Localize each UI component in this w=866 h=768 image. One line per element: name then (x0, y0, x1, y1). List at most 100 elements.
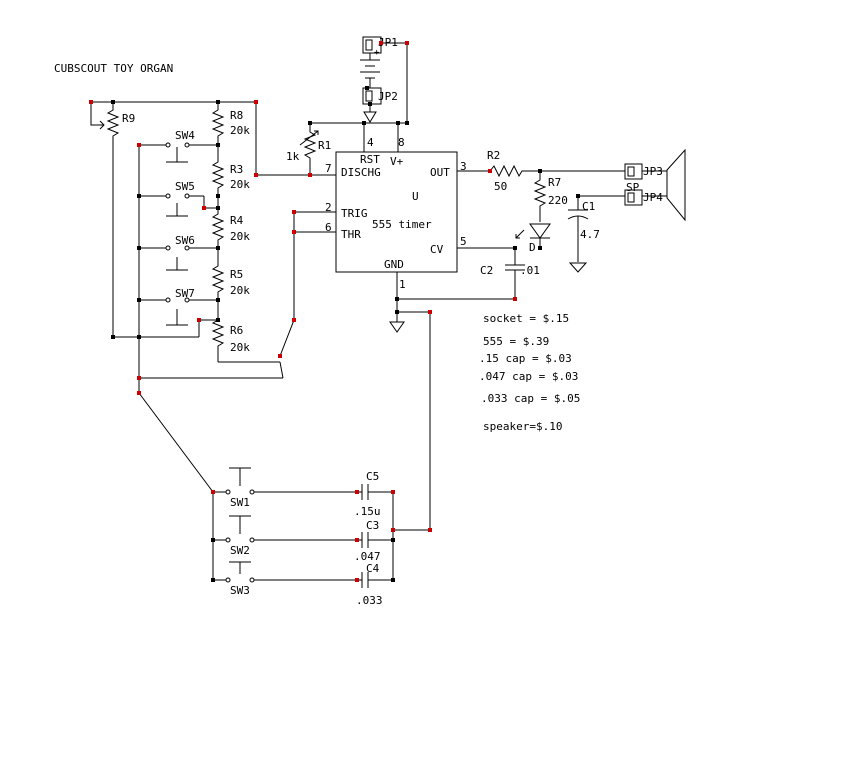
ic-pin-cv: CV (430, 243, 444, 256)
pin-number-4: 4 (367, 136, 374, 149)
c4-label: C4 (366, 562, 380, 575)
r5-value: 20k (230, 284, 250, 297)
wire-endpoint (428, 310, 432, 314)
pin-number-5: 5 (460, 235, 467, 248)
junction-dot (216, 194, 220, 198)
switch-sw5: SW5 (139, 180, 218, 217)
r4-label: R4 (230, 214, 244, 227)
wire-endpoint (254, 100, 258, 104)
wire-endpoint (292, 318, 296, 322)
junctions (89, 41, 580, 582)
wire-endpoint (137, 391, 141, 395)
c5-label: C5 (366, 470, 379, 483)
ic-ref: U (412, 190, 419, 203)
junction-dot (405, 121, 409, 125)
ground-symbol (363, 111, 377, 123)
ic-name: 555 timer (372, 218, 432, 231)
junction-dot (216, 206, 220, 210)
led-label: D (529, 241, 536, 254)
pin-number-1: 1 (399, 278, 406, 291)
wire-endpoint (308, 173, 312, 177)
wire-endpoint (89, 100, 93, 104)
junction-dot (395, 310, 399, 314)
jp2-label: JP2 (378, 90, 398, 103)
switch-sw2: SW2 (213, 515, 255, 557)
switch-sw1: SW1 (213, 467, 255, 509)
ic-pin-rst: RST (360, 153, 380, 166)
speaker-icon (666, 148, 686, 222)
junction-dot (137, 335, 141, 339)
cost-555: 555 = $.39 (483, 335, 549, 348)
wire-endpoint (292, 210, 296, 214)
sw7-label: SW7 (175, 287, 195, 300)
junction-dot (216, 318, 220, 322)
r3-value: 20k (230, 178, 250, 191)
junction-dot (538, 169, 542, 173)
sw3-label: SW3 (230, 584, 250, 597)
ic-555: RST V+ DISCHG OUT U TRIG 555 timer THR C… (256, 122, 515, 312)
resistor-r3 (211, 145, 225, 196)
jp4-label: JP4 (643, 191, 663, 204)
junction-dot (137, 194, 141, 198)
c4-value: .033 (356, 594, 383, 607)
junction-dot (368, 102, 372, 106)
junction-dot (137, 298, 141, 302)
wire-endpoint (278, 354, 282, 358)
c1-value: 4.7 (580, 228, 600, 241)
sw1-label: SW1 (230, 496, 250, 509)
r1-value: 1k (286, 150, 300, 163)
resistor-r7 (533, 171, 547, 222)
battery-jp1-jp2: + JP1 JP2 (360, 36, 408, 123)
wire-endpoint (211, 490, 215, 494)
junction-dot (216, 246, 220, 250)
speaker-label: SP (626, 181, 640, 194)
r3-label: R3 (230, 163, 243, 176)
svg-text:+: + (374, 48, 380, 58)
junction-dot (391, 538, 395, 542)
cost-15-cap: .15 cap = $.03 (479, 352, 572, 365)
r2-label: R2 (487, 149, 500, 162)
resistor-r6 (211, 300, 225, 362)
sw5-label: SW5 (175, 180, 195, 193)
junction-dot (576, 194, 580, 198)
wire-endpoint (391, 528, 395, 532)
r8-value: 20k (230, 124, 250, 137)
ic-pin-dischg: DISCHG (341, 166, 381, 179)
junction-dot (395, 297, 399, 301)
wire-endpoint (391, 490, 395, 494)
junction-dot (396, 121, 400, 125)
wire-endpoint (355, 578, 359, 582)
junction-dot (216, 143, 220, 147)
c3-label: C3 (366, 519, 379, 532)
wire-endpoint (137, 143, 141, 147)
junction-dot (216, 100, 220, 104)
pin-number-8: 8 (398, 136, 405, 149)
r6-value: 20k (230, 341, 250, 354)
junction-dot (362, 121, 366, 125)
capacitor-bank: SW1 C5 .15u SW2 C3 .047 SW3 (138, 312, 431, 607)
junction-dot (137, 246, 141, 250)
resistor-ladder: R9 R8 20k R3 20k R4 20k R5 20k R6 20k (90, 101, 295, 393)
wire-endpoint (405, 41, 409, 45)
wire-endpoint (202, 206, 206, 210)
led-d: D (515, 223, 551, 254)
junction-dot (211, 538, 215, 542)
pin-number-2: 2 (325, 201, 332, 214)
wire-endpoint (292, 230, 296, 234)
r1-label: R1 (318, 139, 331, 152)
switch-sw4: SW4 (139, 129, 218, 163)
junction-dot (211, 578, 215, 582)
cost-socket: socket = $.15 (483, 312, 569, 325)
cost-033-cap: .033 cap = $.05 (481, 392, 580, 405)
junction-dot (111, 335, 115, 339)
jp4-connector (624, 189, 643, 206)
wire-endpoint (379, 41, 383, 45)
cost-notes: socket = $.15 555 = $.39 .15 cap = $.03 … (479, 312, 580, 433)
pin-number-7: 7 (325, 162, 332, 175)
wire-endpoint (355, 490, 359, 494)
output-section: R2 50 R7 220 D C1 4.7 JP3 SP JP4 (389, 148, 686, 333)
r5-label: R5 (230, 268, 243, 281)
cost-047-cap: .047 cap = $.03 (479, 370, 578, 383)
ic-pin-gnd: GND (384, 258, 404, 271)
